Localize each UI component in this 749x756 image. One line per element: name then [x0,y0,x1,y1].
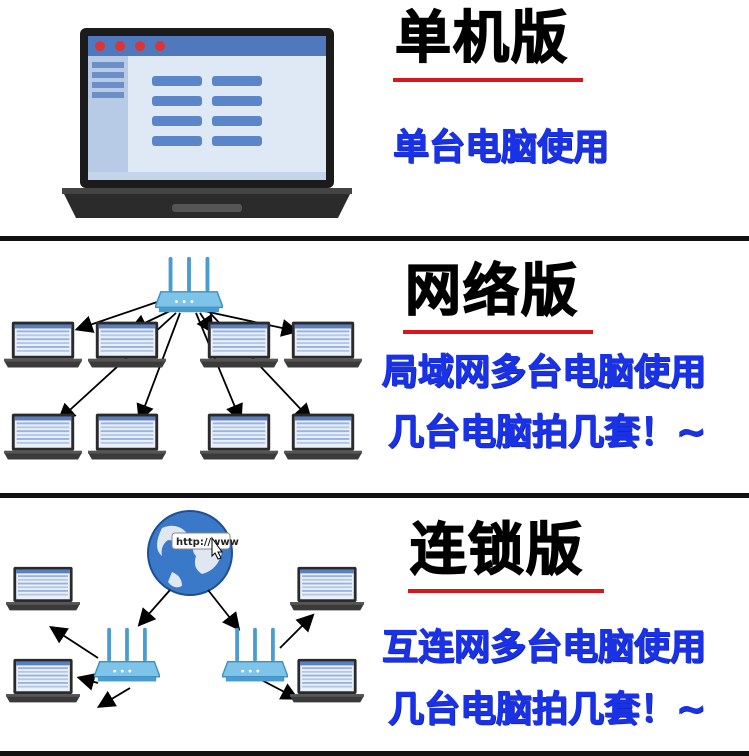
router-icon [222,626,288,683]
router-icon [155,256,223,313]
network-description: 局域网多台电脑使用 [381,352,707,394]
laptop-icon [200,321,278,368]
laptop-icon [88,321,166,368]
laptop-icon [6,566,80,611]
arrow-icon [74,300,161,333]
section-divider [0,236,749,241]
laptop-icon [284,321,362,368]
globe-icon: http://www [147,510,239,596]
chain-description: 互连网多台电脑使用 [381,627,707,669]
router-icon [94,626,160,683]
network-title-underline [403,330,593,334]
arrow-icon [203,310,300,337]
laptop-icon [88,413,166,460]
chain-section: http://www 连锁版 互连网多台电脑使用 几台电脑拍几套！~ [0,498,749,756]
chain-diagram: http://www [6,510,364,708]
chain-title: 连锁版 [409,518,584,583]
laptop-icon [290,658,364,703]
arrow-icon [207,589,241,631]
arrow-icon [76,673,99,691]
laptop-icon [284,413,362,460]
laptop-icon [62,28,352,218]
network-section: 网络版 局域网多台电脑使用 几台电脑拍几套！~ [0,241,749,493]
laptop-icon [290,566,364,611]
standalone-title-underline [393,78,583,82]
globe-url-label: http://www [176,537,239,548]
arrow-icon [137,589,171,627]
network-title: 网络版 [404,259,579,324]
standalone-title: 单机版 [394,6,569,71]
laptop-icon [200,413,278,460]
laptop-icon [4,413,82,460]
laptop-icon [4,321,82,368]
network-diagram [4,256,362,460]
standalone-section: 单机版 单台电脑使用 [0,0,749,237]
arrow-icon [96,687,131,708]
standalone-description: 单台电脑使用 [392,127,610,169]
bottom-border [0,751,749,756]
chain-purchase-note: 几台电脑拍几套！~ [387,689,707,731]
arrow-icon [279,613,315,649]
arrow-icon [48,626,99,659]
network-purchase-note: 几台电脑拍几套！~ [387,412,707,454]
section-divider [0,493,749,498]
laptop-icon [6,658,80,703]
chain-title-underline [408,589,604,593]
